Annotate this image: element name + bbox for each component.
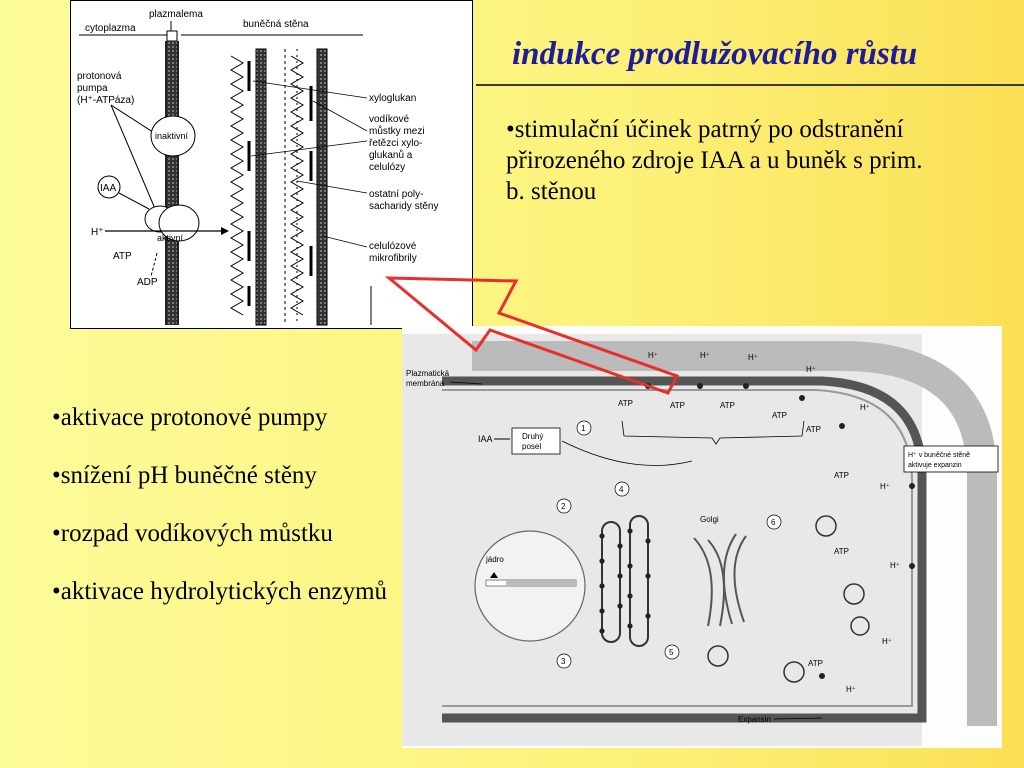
- label-atp-h: ATP: [808, 659, 823, 668]
- label-pumpa-3: (H⁺-ATPáza): [77, 95, 134, 106]
- label-druhy-2: posel: [522, 442, 541, 451]
- left-bullet-list: •aktivace protonové pumpy •snížení pH bu…: [52, 403, 452, 635]
- label-atp-g: ATP: [834, 547, 849, 556]
- label-atp-a: ATP: [618, 399, 633, 408]
- label-mustky-2: můstky mezi: [369, 125, 425, 137]
- label-mustky-3: řetězci xylo-: [369, 138, 422, 149]
- label-h-right-2: H⁺: [880, 482, 890, 491]
- label-pumpa-2: pumpa: [77, 83, 108, 94]
- bullet-hydrolytic-enzymes: •aktivace hydrolytických enzymů: [52, 578, 388, 605]
- label-atp-b: ATP: [670, 401, 685, 410]
- label-golgi: Golgi: [700, 515, 719, 524]
- label-expansin: Expansin: [738, 715, 771, 724]
- label-celulozove-2: mikrofibrily: [369, 253, 417, 264]
- label-iaa-1: IAA: [100, 183, 116, 194]
- label-h-top-3: H⁺: [748, 353, 758, 362]
- label-mustky-1: vodíkové: [369, 114, 409, 125]
- label-ostatni-1: ostatní poly-: [369, 189, 423, 200]
- label-atp-1: ATP: [113, 251, 132, 262]
- label-iaa-2: IAA: [478, 434, 493, 444]
- label-h-1: H⁺: [91, 227, 104, 238]
- label-aktivni: aktivní: [157, 233, 184, 243]
- label-h-right-1: H⁺: [860, 403, 870, 412]
- label-h-top-4: H⁺: [806, 365, 816, 374]
- step-6: 6: [771, 518, 776, 527]
- label-h-right-3: H⁺: [890, 561, 900, 570]
- bullet-ph-drop: •snížení pH buněčné stěny: [52, 462, 317, 489]
- label-h-right-4: H⁺: [882, 637, 892, 646]
- step-2: 2: [561, 502, 566, 511]
- step-4: 4: [619, 485, 624, 494]
- label-h-top-2: H⁺: [700, 351, 710, 360]
- label-mustky-4: glukanů a: [369, 149, 413, 161]
- label-plazmaticka-2: membrána: [406, 379, 445, 388]
- step-1: 1: [581, 424, 586, 433]
- label-adp-1: ADP: [137, 277, 158, 288]
- label-atp-d: ATP: [772, 411, 787, 420]
- slide-title: indukce prodlužovacího růstu: [512, 36, 918, 72]
- cell-wall-diagram: plazmalema cytoplazma buněčná stěna: [70, 0, 473, 329]
- label-plazmaticka-1: Plazmatická: [406, 369, 450, 378]
- label-celulozove-1: celulózové: [369, 241, 417, 252]
- label-h-top-1: H⁺: [648, 351, 658, 360]
- step-5: 5: [669, 648, 674, 657]
- bullet-proton-pump: •aktivace protonové pumpy: [52, 404, 328, 431]
- label-mustky-5: celulózy: [369, 162, 405, 173]
- label-bunecna-stena: buněčná stěna: [243, 19, 309, 30]
- label-atp-e: ATP: [806, 425, 821, 434]
- label-plazmalema: plazmalema: [149, 9, 203, 20]
- cell-expansion-diagram: Plazmatická membrána H⁺ H⁺ H⁺ H⁺ H⁺ H⁺ H…: [402, 326, 1002, 748]
- label-pumpa-1: protonová: [77, 71, 122, 82]
- label-atp-f: ATP: [834, 471, 849, 480]
- label-xyloglukan: xyloglukan: [369, 93, 416, 104]
- label-ostatni-2: sacharidy stěny: [369, 201, 438, 212]
- step-3: 3: [561, 657, 566, 666]
- label-box-1: H⁺ v buněčné stěně: [908, 451, 970, 459]
- bullet-hydrogen-bridges: •rozpad vodíkových můstku: [52, 520, 333, 547]
- label-box-2: aktivuje expanzin: [908, 462, 962, 469]
- label-atp-c: ATP: [720, 401, 735, 410]
- label-cytoplazma: cytoplazma: [85, 23, 136, 34]
- label-jadro: jádro: [485, 555, 504, 564]
- label-druhy-1: Druhý: [522, 432, 543, 441]
- label-h-bottom: H⁺: [846, 685, 856, 694]
- label-inaktivni: inaktivní: [155, 131, 189, 141]
- title-divider: [476, 84, 1024, 86]
- top-bullet: •stimulační účinek patrný po odstranění …: [506, 116, 923, 205]
